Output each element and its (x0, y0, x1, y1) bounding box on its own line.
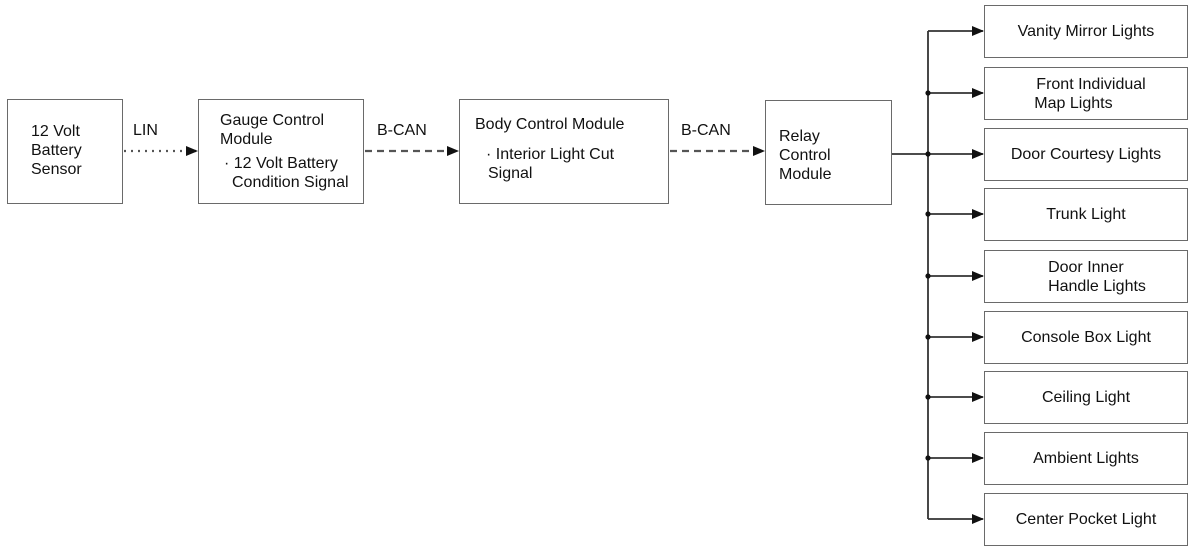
junction-dot (925, 273, 931, 279)
battery-sensor-block: 12 Volt Battery Sensor (7, 99, 123, 204)
gauge-control-module-block: Gauge Control Module · 12 Volt Battery C… (198, 99, 364, 204)
output-front-individual-map-lights: Front Individual Map Lights (984, 67, 1188, 120)
junction-dot (925, 334, 931, 340)
block-label: Control (779, 147, 831, 164)
output-label: Map Lights (1034, 94, 1113, 112)
output-label: Front Individual (1036, 75, 1146, 93)
output-console-box-light: Console Box Light (984, 311, 1188, 364)
output-label: Center Pocket Light (1015, 511, 1157, 528)
output-label: Door Courtesy Lights (1010, 146, 1162, 163)
output-label: Console Box Light (1021, 329, 1151, 346)
block-label: Relay (779, 128, 820, 145)
signal-label: · 12 Volt Battery (224, 155, 338, 172)
output-label: Handle Lights (1048, 277, 1146, 295)
signal-label: Condition Signal (232, 174, 349, 191)
relay-control-module-block: Relay Control Module (765, 100, 892, 205)
signal-label: · Interior Light Cut (486, 146, 615, 163)
junction-dot (925, 455, 931, 461)
block-title: Module (220, 131, 273, 148)
block-label: Module (779, 166, 832, 183)
output-ambient-lights: Ambient Lights (984, 432, 1188, 485)
output-label: Door Inner (1048, 258, 1124, 276)
output-label: Ambient Lights (1033, 450, 1139, 467)
output-vanity-mirror-lights: Vanity Mirror Lights (984, 5, 1188, 58)
output-door-inner-handle-lights: Door Inner Handle Lights (984, 250, 1188, 303)
bcan-label-1: B-CAN (377, 122, 427, 139)
output-trunk-light: Trunk Light (984, 188, 1188, 241)
output-center-pocket-light: Center Pocket Light (984, 493, 1188, 546)
output-ceiling-light: Ceiling Light (984, 371, 1188, 424)
junction-dot (925, 394, 931, 400)
junction-dot (925, 151, 931, 157)
output-label: Vanity Mirror Lights (1017, 23, 1155, 40)
output-label: Trunk Light (1046, 206, 1126, 223)
bcan-label-2: B-CAN (681, 122, 731, 139)
output-label: Ceiling Light (1041, 389, 1131, 406)
lin-label: LIN (133, 122, 158, 139)
block-label: Sensor (31, 161, 82, 178)
branch-arrows (925, 26, 984, 524)
block-label: Battery (31, 142, 82, 159)
block-title: Body Control Module (475, 116, 625, 133)
block-title: Gauge Control (220, 112, 325, 129)
signal-label: Signal (488, 165, 533, 182)
junction-dot (925, 211, 931, 217)
body-control-module-block: Body Control Module · Interior Light Cut… (459, 99, 669, 204)
block-label: 12 Volt (31, 123, 80, 140)
output-door-courtesy-lights: Door Courtesy Lights (984, 128, 1188, 181)
junction-dot (925, 90, 931, 96)
